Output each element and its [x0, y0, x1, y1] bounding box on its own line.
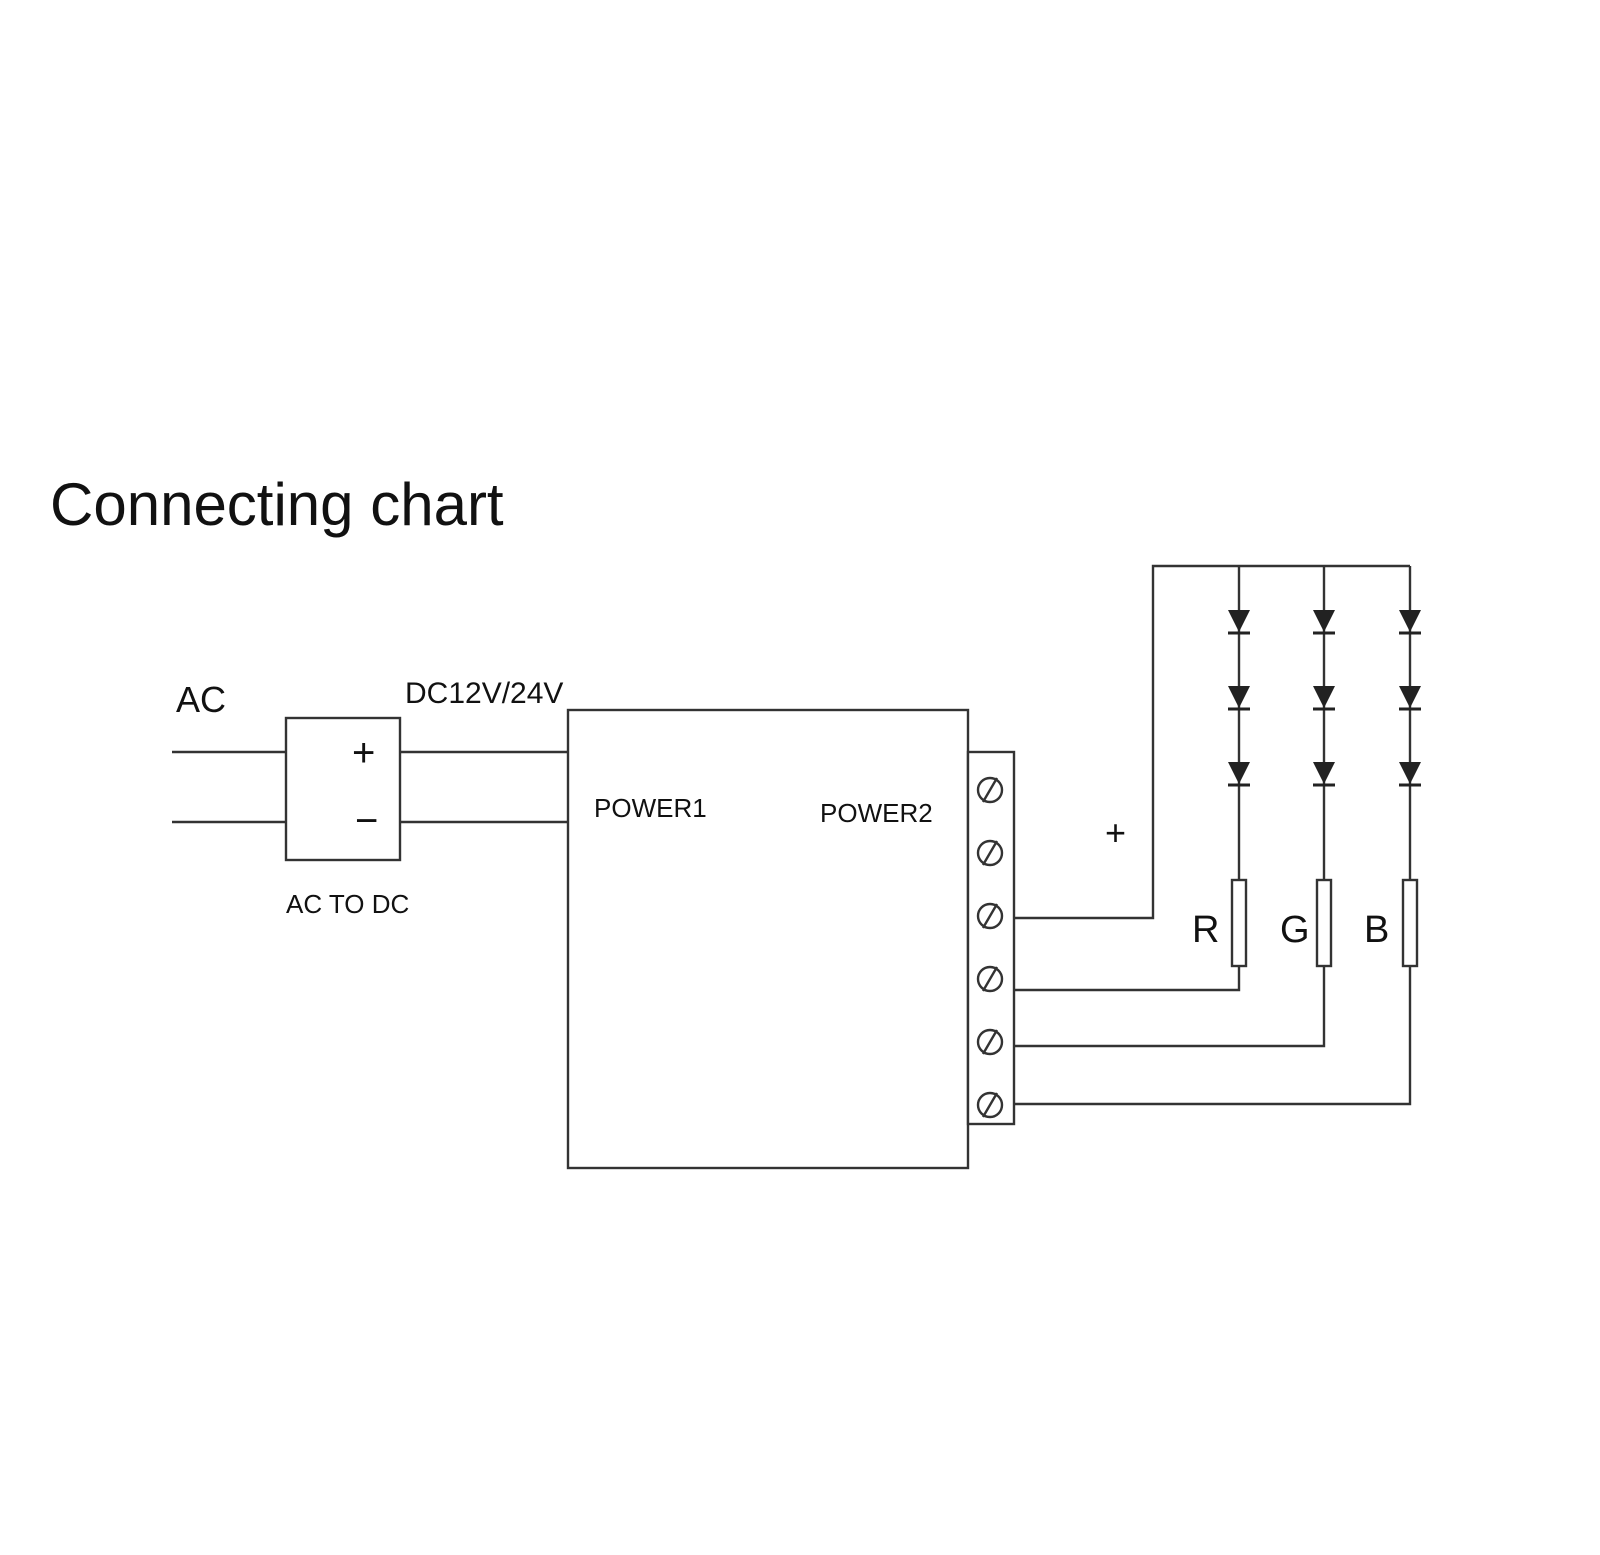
power1-label: POWER1 [594, 793, 707, 823]
diagram-title: Connecting chart [50, 471, 504, 538]
terminal-block [966, 750, 1016, 1126]
resistor-g [1315, 878, 1333, 968]
terminal-screws [976, 776, 1004, 1119]
led-diode-g [1313, 686, 1335, 708]
output-plus-label: + [1105, 812, 1126, 853]
channel-g-label: G [1280, 909, 1310, 951]
led-diode-b [1399, 686, 1421, 708]
ac-to-dc-converter [284, 716, 402, 862]
led-diode-r [1228, 762, 1250, 784]
ac-label: AC [176, 679, 226, 720]
ac-to-dc-label: AC TO DC [286, 889, 409, 919]
terminal-screw-slot [981, 777, 999, 803]
g-channel-wire [1014, 966, 1326, 1048]
controller-box [566, 708, 970, 1170]
terminal-screw-slot [981, 1092, 999, 1118]
led-diode-g [1313, 610, 1335, 632]
led-diode-b [1399, 610, 1421, 632]
led-strings [1228, 566, 1421, 968]
resistor-r [1230, 878, 1248, 968]
terminal-screw-slot [981, 840, 999, 866]
terminal-screw-slot [981, 903, 999, 929]
converter-plus-label: + [352, 731, 375, 775]
led-diode-g [1313, 762, 1335, 784]
common-plus-wire [1014, 564, 1410, 920]
channel-b-label: B [1364, 909, 1389, 951]
terminal-screw-slot [981, 966, 999, 992]
b-channel-wire [1014, 966, 1412, 1106]
converter-minus-label: − [355, 799, 378, 843]
led-diode-r [1228, 686, 1250, 708]
terminal-screw-slot [981, 1029, 999, 1055]
resistor-b [1401, 878, 1419, 968]
dc-voltage-label: DC12V/24V [405, 677, 563, 710]
led-diode-r [1228, 610, 1250, 632]
channel-r-label: R [1192, 909, 1219, 951]
led-diode-b [1399, 762, 1421, 784]
power2-label: POWER2 [820, 798, 933, 828]
r-channel-wire [1014, 966, 1241, 992]
